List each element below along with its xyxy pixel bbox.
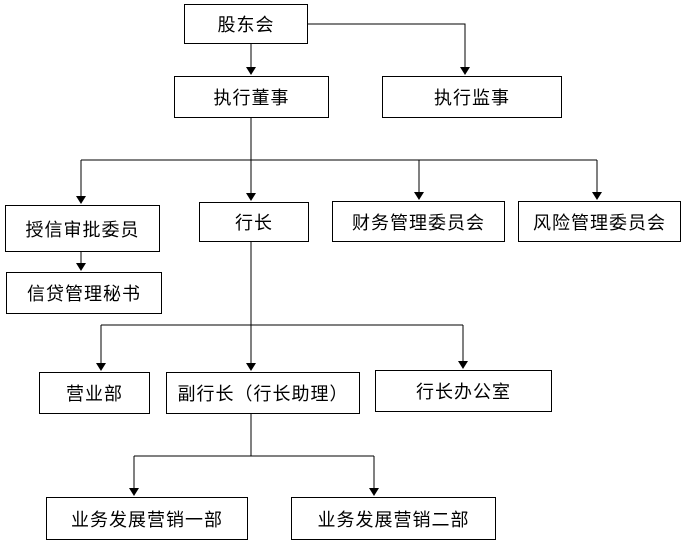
- node-credit-secretary: 信贷管理秘书: [6, 272, 162, 314]
- node-marketing-2: 业务发展营销二部: [291, 497, 496, 540]
- node-president: 行长: [199, 202, 309, 242]
- node-vice-president: 副行长（行长助理）: [166, 372, 360, 414]
- node-finance-committee: 财务管理委员会: [332, 201, 505, 242]
- edge-shareholders-to-exec-supervisor: [308, 23, 470, 75]
- node-risk-committee: 风险管理委员会: [518, 201, 681, 242]
- node-shareholders: 股东会: [184, 4, 308, 44]
- node-credit-committee: 授信审批委员: [5, 205, 160, 252]
- node-exec-supervisor: 执行监事: [382, 76, 562, 118]
- node-president-office: 行长办公室: [375, 370, 552, 412]
- node-exec-director: 执行董事: [174, 76, 329, 118]
- node-business-dept: 营业部: [39, 372, 150, 414]
- node-marketing-1: 业务发展营销一部: [46, 497, 248, 540]
